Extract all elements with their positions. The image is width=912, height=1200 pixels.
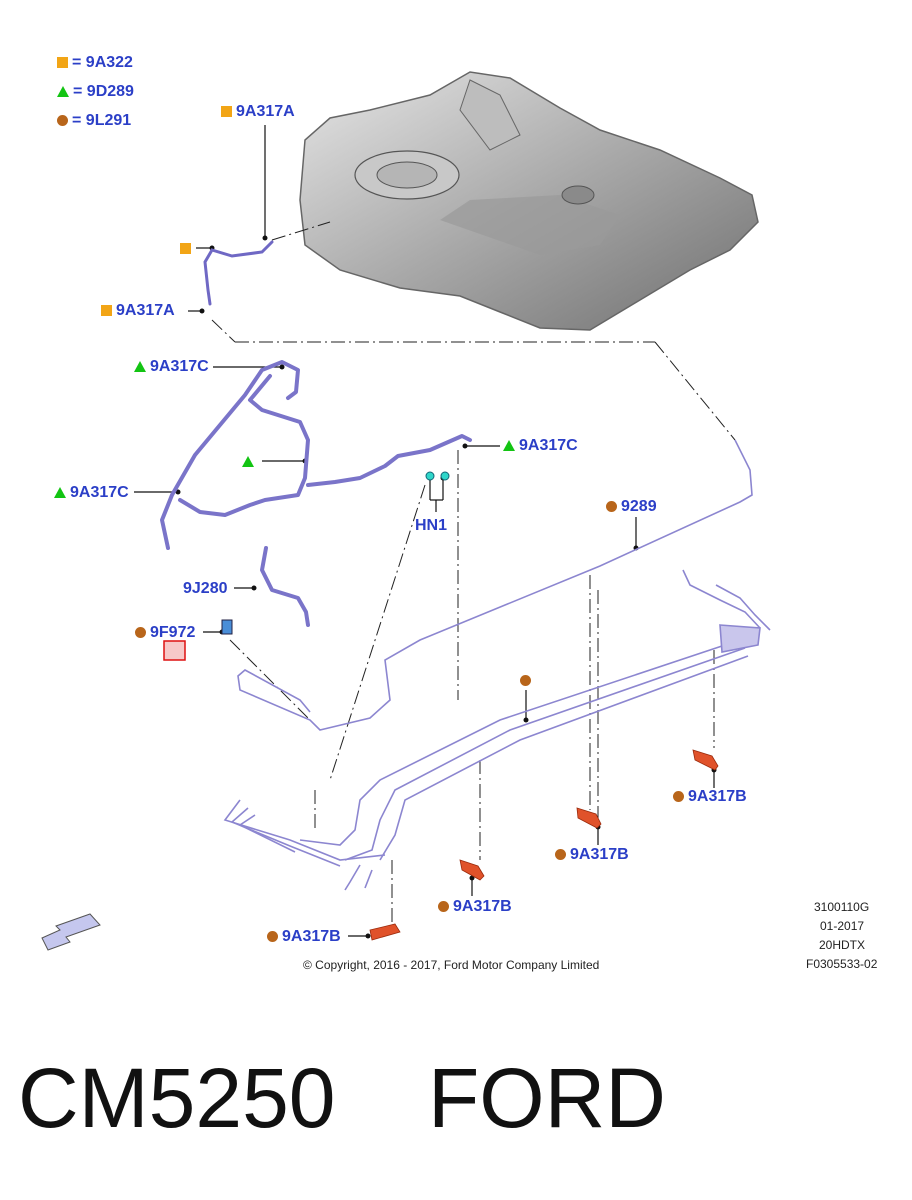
part-code: 9A317B — [282, 928, 341, 945]
hn1-connectors — [425, 471, 450, 481]
clips — [369, 749, 719, 941]
part-label: 9A317C — [503, 437, 578, 455]
triangle-icon — [242, 456, 254, 468]
caption: CM5250 FORD — [0, 1050, 912, 1170]
triangle-icon — [134, 361, 146, 373]
direction-arrow — [41, 913, 101, 951]
diagram-drawing — [41, 71, 771, 951]
square-icon — [180, 243, 191, 255]
figure-number: F0305533-02 — [806, 957, 878, 971]
circle-icon — [267, 931, 278, 943]
part-code: 9A317C — [150, 358, 209, 375]
legend-eq: = — [72, 54, 82, 71]
part-label: 9289 — [606, 498, 657, 516]
circle-icon — [520, 675, 531, 687]
part-label: 9A317B — [555, 846, 629, 864]
illustration-code: 3100110G — [814, 900, 870, 914]
part-code: 9A317A — [116, 302, 175, 319]
illustration-date: 01-2017 — [820, 919, 865, 933]
part-symbol — [520, 672, 535, 690]
part-symbol — [180, 240, 195, 258]
part-label: 9A317B — [438, 898, 512, 916]
highlight-box — [163, 640, 186, 661]
part-code: 9A317B — [570, 846, 629, 863]
part-code: 9A317C — [519, 437, 578, 454]
triangle-icon — [503, 440, 515, 452]
triangle-icon — [57, 86, 69, 98]
circle-icon — [606, 501, 617, 513]
part-label: 9J280 — [183, 580, 228, 598]
part-code: 9A317C — [70, 484, 129, 501]
legend-circle-row: = 9L291 — [57, 112, 131, 130]
sensor-9f972 — [221, 619, 233, 635]
part-code: 9289 — [621, 498, 657, 515]
part-code: 9F972 — [150, 624, 196, 641]
fuel-tank — [299, 71, 759, 331]
part-label: 9A317B — [673, 788, 747, 806]
circle-icon — [555, 849, 566, 861]
leader-lines — [134, 125, 715, 937]
part-label: 9A317C — [54, 484, 129, 502]
fuel-lines — [223, 439, 771, 891]
triangle-icon — [54, 487, 66, 499]
circle-icon — [57, 115, 68, 127]
vapor-hose-assembly — [160, 360, 472, 627]
legend-eq: = — [72, 112, 82, 129]
legend-triangle-row: = 9D289 — [57, 83, 134, 101]
brand-name: FORD — [428, 1051, 666, 1145]
copyright-notice: © Copyright, 2016 - 2017, Ford Motor Com… — [303, 958, 600, 972]
part-label: 9A317A — [101, 302, 175, 320]
square-icon — [57, 57, 68, 69]
legend-square-row: = 9A322 — [57, 54, 133, 72]
square-icon — [101, 305, 112, 317]
assembly-lines — [211, 221, 736, 925]
legend-code: 9D289 — [86, 83, 134, 100]
legend-eq: = — [73, 83, 83, 100]
part-code: HN1 — [415, 517, 448, 534]
part-label: HN1 — [415, 517, 447, 535]
part-code: 9A317A — [236, 103, 295, 120]
legend-code: 9L291 — [85, 112, 132, 129]
circle-icon — [438, 901, 449, 913]
model-code: 20HDTX — [819, 938, 866, 952]
fuel-system-diagram: = 9A322 = 9D289 = 9L291 9A317A 9A317A 9A… — [41, 54, 878, 972]
part-code: 9A317B — [688, 788, 747, 805]
vent-pipe-upper — [203, 240, 274, 306]
part-number: CM5250 — [18, 1051, 336, 1145]
part-label: 9A317B — [267, 928, 341, 946]
circle-icon — [135, 627, 146, 639]
part-symbol — [242, 453, 258, 471]
part-label: 9A317A — [221, 103, 295, 121]
part-code: 9A317B — [453, 898, 512, 915]
square-icon — [221, 106, 232, 118]
part-label: 9A317C — [134, 358, 209, 376]
legend-code: 9A322 — [85, 54, 133, 71]
circle-icon — [673, 791, 684, 803]
part-label: 9F972 — [135, 624, 195, 642]
part-code: 9J280 — [183, 580, 228, 597]
